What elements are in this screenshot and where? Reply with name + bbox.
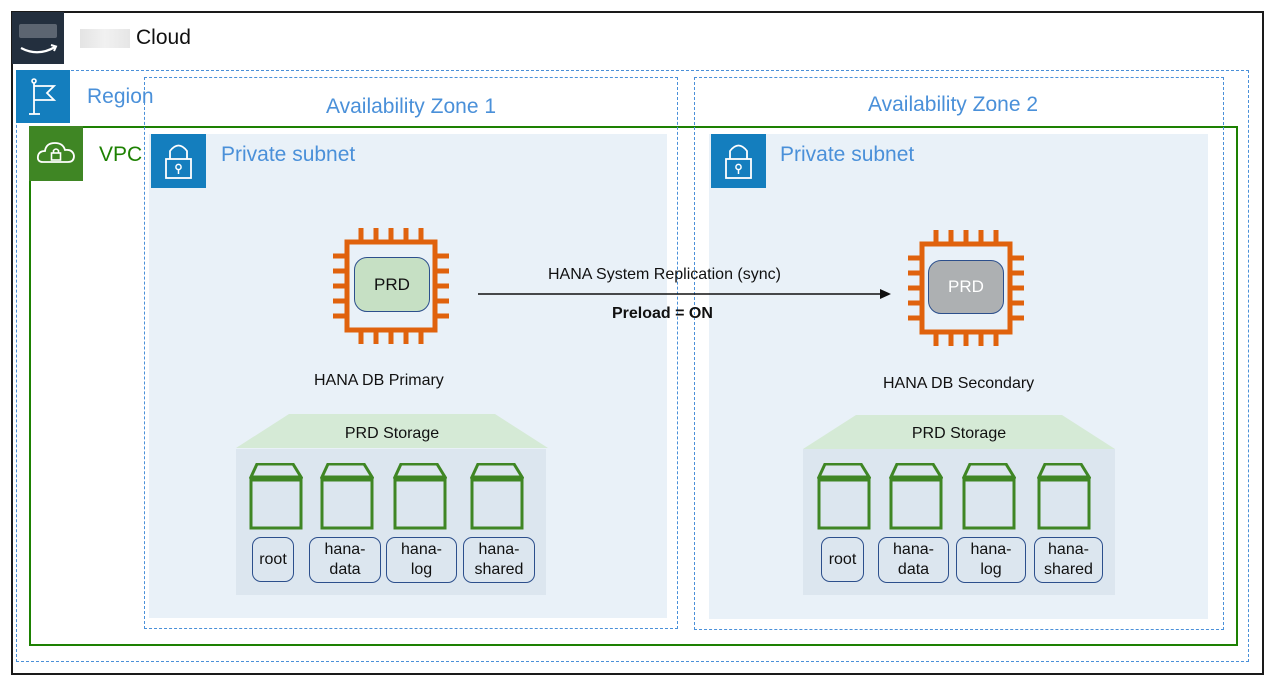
vpc-label: VPC bbox=[99, 143, 143, 166]
ebs-volume-icon bbox=[961, 462, 1017, 531]
subnet1-label: Private subnet bbox=[221, 143, 356, 166]
ebs-volume-icon bbox=[469, 462, 525, 531]
az2-label: Availability Zone 2 bbox=[867, 93, 1039, 116]
ebs-volume-icon bbox=[1036, 462, 1092, 531]
volume-label-text: hana-data bbox=[324, 541, 366, 578]
storage-title: PRD Storage bbox=[344, 425, 440, 442]
volume-label: hana-shared bbox=[1034, 537, 1103, 583]
primary-db-caption: HANA DB Primary bbox=[314, 372, 444, 389]
storage-roof bbox=[236, 414, 548, 448]
aws-smile-logo-icon bbox=[12, 12, 64, 64]
secondary-db-core: PRD bbox=[928, 260, 1004, 314]
redacted-provider-name bbox=[80, 29, 130, 48]
subnet2-label: Private subnet bbox=[780, 143, 915, 166]
ebs-volume-icon bbox=[816, 462, 872, 531]
ec2-instance-chip-icon bbox=[331, 226, 451, 346]
availability-zone-1 bbox=[144, 77, 678, 629]
preload-note: Preload = ON bbox=[612, 305, 713, 322]
volume-label: root bbox=[252, 537, 294, 582]
vpc-boundary bbox=[29, 126, 1238, 646]
volume-label-text: root bbox=[828, 550, 857, 568]
lock-icon bbox=[151, 134, 206, 188]
replication-arrow bbox=[476, 284, 896, 304]
cloud-lock-icon bbox=[29, 126, 83, 181]
region-boundary bbox=[16, 70, 1249, 662]
ebs-volume-icon bbox=[319, 462, 375, 531]
region-label: Region bbox=[87, 85, 154, 108]
ebs-volume-icon bbox=[888, 462, 944, 531]
secondary-db-caption: HANA DB Secondary bbox=[883, 375, 1035, 392]
storage-roof bbox=[803, 415, 1115, 449]
volume-label-text: hana-shared bbox=[1044, 541, 1093, 578]
volume-label-text: hana-shared bbox=[474, 541, 524, 578]
lock-icon bbox=[711, 134, 766, 188]
volume-label: hana-log bbox=[386, 537, 457, 583]
ec2-instance-chip-icon bbox=[906, 228, 1026, 348]
volume-label: hana-data bbox=[309, 537, 381, 583]
replication-label: HANA System Replication (sync) bbox=[548, 266, 781, 283]
volume-label: hana-log bbox=[956, 537, 1026, 583]
volume-label-text: hana-log bbox=[401, 541, 442, 578]
storage-title: PRD Storage bbox=[911, 425, 1007, 442]
flag-icon bbox=[16, 70, 70, 123]
volume-label-text: hana-data bbox=[893, 541, 934, 578]
volume-label-text: root bbox=[259, 550, 287, 568]
ebs-volume-icon bbox=[248, 462, 304, 531]
availability-zone-2 bbox=[694, 77, 1224, 630]
ebs-volume-icon bbox=[392, 462, 448, 531]
volume-label-text: hana-log bbox=[970, 541, 1012, 578]
volume-label: root bbox=[821, 537, 864, 582]
cloud-label: Cloud bbox=[136, 26, 191, 49]
primary-db-core: PRD bbox=[354, 257, 430, 312]
cloud-boundary bbox=[11, 11, 1264, 675]
volume-label: hana-shared bbox=[463, 537, 535, 583]
volume-label: hana-data bbox=[878, 537, 949, 583]
az1-label: Availability Zone 1 bbox=[325, 95, 497, 118]
